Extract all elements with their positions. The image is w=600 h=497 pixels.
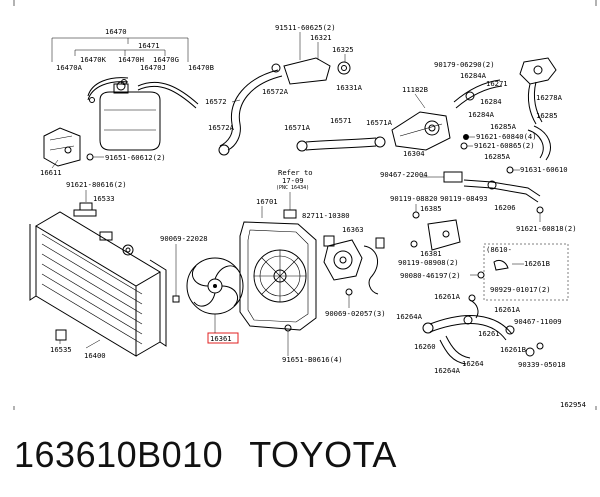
label-16470J: 16470J (140, 63, 166, 72)
label-90339-05018: 90339-05018 (518, 360, 566, 369)
label-91651-60612: 91651-60612(2) (105, 153, 166, 162)
label-inset-head: (8610- (486, 245, 512, 254)
label-16363: 16363 (342, 225, 364, 234)
label-16285A-b: 16285A (484, 152, 511, 161)
label-16470G: 16470G (153, 55, 179, 64)
label-90119-08493: 90119-08493 (440, 194, 488, 203)
label-16470B: 16470B (188, 63, 214, 72)
label-16261A: 16261A (434, 292, 461, 301)
frame-ticks (13, 0, 597, 410)
label-16381: 16381 (420, 249, 442, 258)
label-91651-b0616: 91651-B0616(4) (282, 355, 343, 364)
label-16571A-b: 16571A (366, 118, 393, 127)
label-16385: 16385 (420, 204, 442, 213)
label-refer-to: Refer to (278, 168, 313, 177)
label-90119-08820: 90119-08820 (390, 194, 438, 203)
label-16572A-b: 16572A (208, 123, 235, 132)
label-16261A-b: 16261A (494, 305, 521, 314)
radiator: 91621-80616(2) 16533 16535 16400 (29, 180, 167, 360)
label-16285: 16285 (536, 111, 558, 120)
label-16400: 16400 (84, 351, 106, 360)
label-16284: 16284 (480, 97, 502, 106)
label-16533: 16533 (93, 194, 115, 203)
label-90069-22028: 90069-22028 (160, 234, 208, 243)
label-16470K: 16470K (80, 55, 107, 64)
label-16572A: 16572A (262, 87, 289, 96)
label-16571A: 16571A (284, 123, 311, 132)
label-90467-11009: 90467-11009 (514, 317, 562, 326)
label-16285A: 16285A (490, 122, 517, 131)
label-90929-01017: 90929-01017(2) (490, 285, 551, 294)
label-16611: 16611 (40, 168, 62, 177)
label-16321: 16321 (310, 33, 332, 42)
label-11182B: 11182B (402, 85, 428, 94)
label-16470H: 16470H (118, 55, 144, 64)
label-16284A: 16284A (460, 71, 487, 80)
label-16471: 16471 (138, 41, 160, 50)
label-16261B: 16261B (500, 345, 526, 354)
parts-diagram: 16470 16471 16470K 16470H 16470G 16470A … (13, 0, 597, 410)
upper-hoses: 91511-60625(2) 16321 16325 16331A 16572A… (205, 23, 393, 156)
label-16260: 16260 (414, 342, 436, 351)
label-16271: 16271 (486, 79, 508, 88)
label-16470A: 16470A (56, 63, 83, 72)
label-16701: 16701 (256, 197, 278, 206)
label-91621-60818: 91621-60818(2) (516, 224, 577, 233)
label-16264A: 16264A (396, 312, 423, 321)
water-inlet-group: 11182B 16304 90179-06290(2) 16284A 16271… (391, 57, 563, 161)
label-90080-46197: 90080-46197(2) (400, 271, 461, 280)
label-16284A-b: 16284A (468, 110, 495, 119)
label-16572: 16572 (205, 97, 227, 106)
caption-part-number: 163610B010 (14, 434, 224, 475)
label-16535: 16535 (50, 345, 72, 354)
label-90119-08908: 90119-08908(2) (398, 258, 459, 267)
label-16264: 16264 (462, 359, 484, 368)
label-91621-60840: 91621-60840(4) (476, 132, 537, 141)
label-90069-02057: 90069-02057(3) (325, 309, 386, 318)
part-caption: 163610B010 TOYOTA (14, 434, 397, 476)
label-90467-22004: 90467-22004 (380, 170, 428, 179)
label-16261: 16261 (478, 329, 500, 338)
fan-shroud-group: Refer to 17-09 (PNC 16434) 82711-10380 1… (160, 168, 386, 364)
label-16571: 16571 (330, 116, 352, 125)
label-16331A: 16331A (336, 83, 363, 92)
label-16278A: 16278A (536, 93, 563, 102)
label-16261B-top: 16261B (524, 259, 550, 268)
label-90179-06290: 90179-06290(2) (434, 60, 495, 69)
label-16264A-b: 16264A (434, 366, 461, 375)
label-ref-17-09: 17-09 (282, 176, 304, 185)
label-91621-80616: 91621-80616(2) (66, 180, 127, 189)
label-ref-pnc: (PNC 16434) (276, 185, 309, 191)
label-82711-10380: 82711-10380 (302, 211, 350, 220)
label-16206: 16206 (494, 203, 516, 212)
label-91621-60865: 91621-60865(2) (474, 141, 535, 150)
right-parts-group: 90467-22004 91631-60610 91621-60818(2) 1… (380, 165, 577, 375)
label-16304: 16304 (403, 149, 425, 158)
label-91511-60625: 91511-60625(2) (275, 23, 336, 32)
highlight-16361 (207, 332, 239, 344)
label-16325: 16325 (332, 45, 354, 54)
label-16361: 16361 (210, 334, 232, 343)
reservoir-group: 16470 16471 16470K 16470H 16470G 16470A … (40, 27, 214, 177)
diagram-id: 162954 (560, 400, 586, 409)
label-16470: 16470 (105, 27, 127, 36)
label-91631-60610: 91631-60610 (520, 165, 568, 174)
caption-brand: TOYOTA (249, 434, 397, 475)
